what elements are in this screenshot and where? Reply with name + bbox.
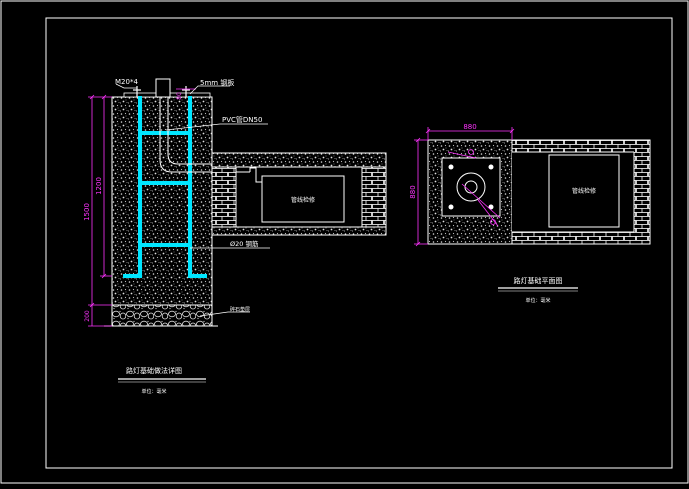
plan-bolts — [448, 164, 494, 210]
pvc-conduit — [159, 97, 262, 183]
label-pvc-pipe: PVC管DN50 — [222, 115, 262, 124]
label-steel-plate: 5mm 钢板 — [200, 78, 234, 87]
leader-lines — [115, 83, 270, 317]
pole-stub — [155, 78, 171, 98]
plan-dim-width: 880 — [463, 123, 476, 131]
plan-view: 管线检修 880 880 路灯基础平面图 单位：毫米 — [409, 123, 651, 304]
plan-pole-ring — [456, 172, 486, 202]
section-dimensions — [88, 88, 196, 327]
section-subtitle: 单位：毫米 — [141, 388, 166, 395]
chamber-label: 管线检修 — [291, 196, 315, 204]
plan-chamber-cover — [548, 154, 620, 228]
plan-chamber-label: 管线检修 — [572, 187, 596, 195]
dim-base-height: 200 — [84, 310, 91, 322]
dim-top-width: 80 — [176, 92, 183, 100]
label-anchor-bolt: M20*4 — [115, 78, 138, 86]
section-view: 管线检修 1500 1200 200 80 M20*4 — [83, 78, 387, 395]
plan-dimensions — [414, 127, 515, 247]
label-gravel: 碎石垫层 — [230, 306, 250, 313]
plan-title: 路灯基础平面图 — [514, 276, 563, 285]
gravel-layer — [111, 304, 213, 327]
dim-total-height: 1500 — [83, 203, 91, 221]
dim-upper-height: 1200 — [95, 177, 103, 195]
foundation-concrete — [111, 96, 213, 306]
section-title: 路灯基础做法详图 — [126, 366, 182, 375]
plan-subtitle: 单位：毫米 — [525, 297, 550, 304]
label-rebar: Ø20 钢筋 — [230, 239, 259, 248]
plan-dim-height: 880 — [409, 185, 417, 198]
rebar-cage — [123, 96, 207, 278]
plan-leaders — [447, 149, 501, 227]
chamber: 管线检修 — [211, 152, 387, 236]
